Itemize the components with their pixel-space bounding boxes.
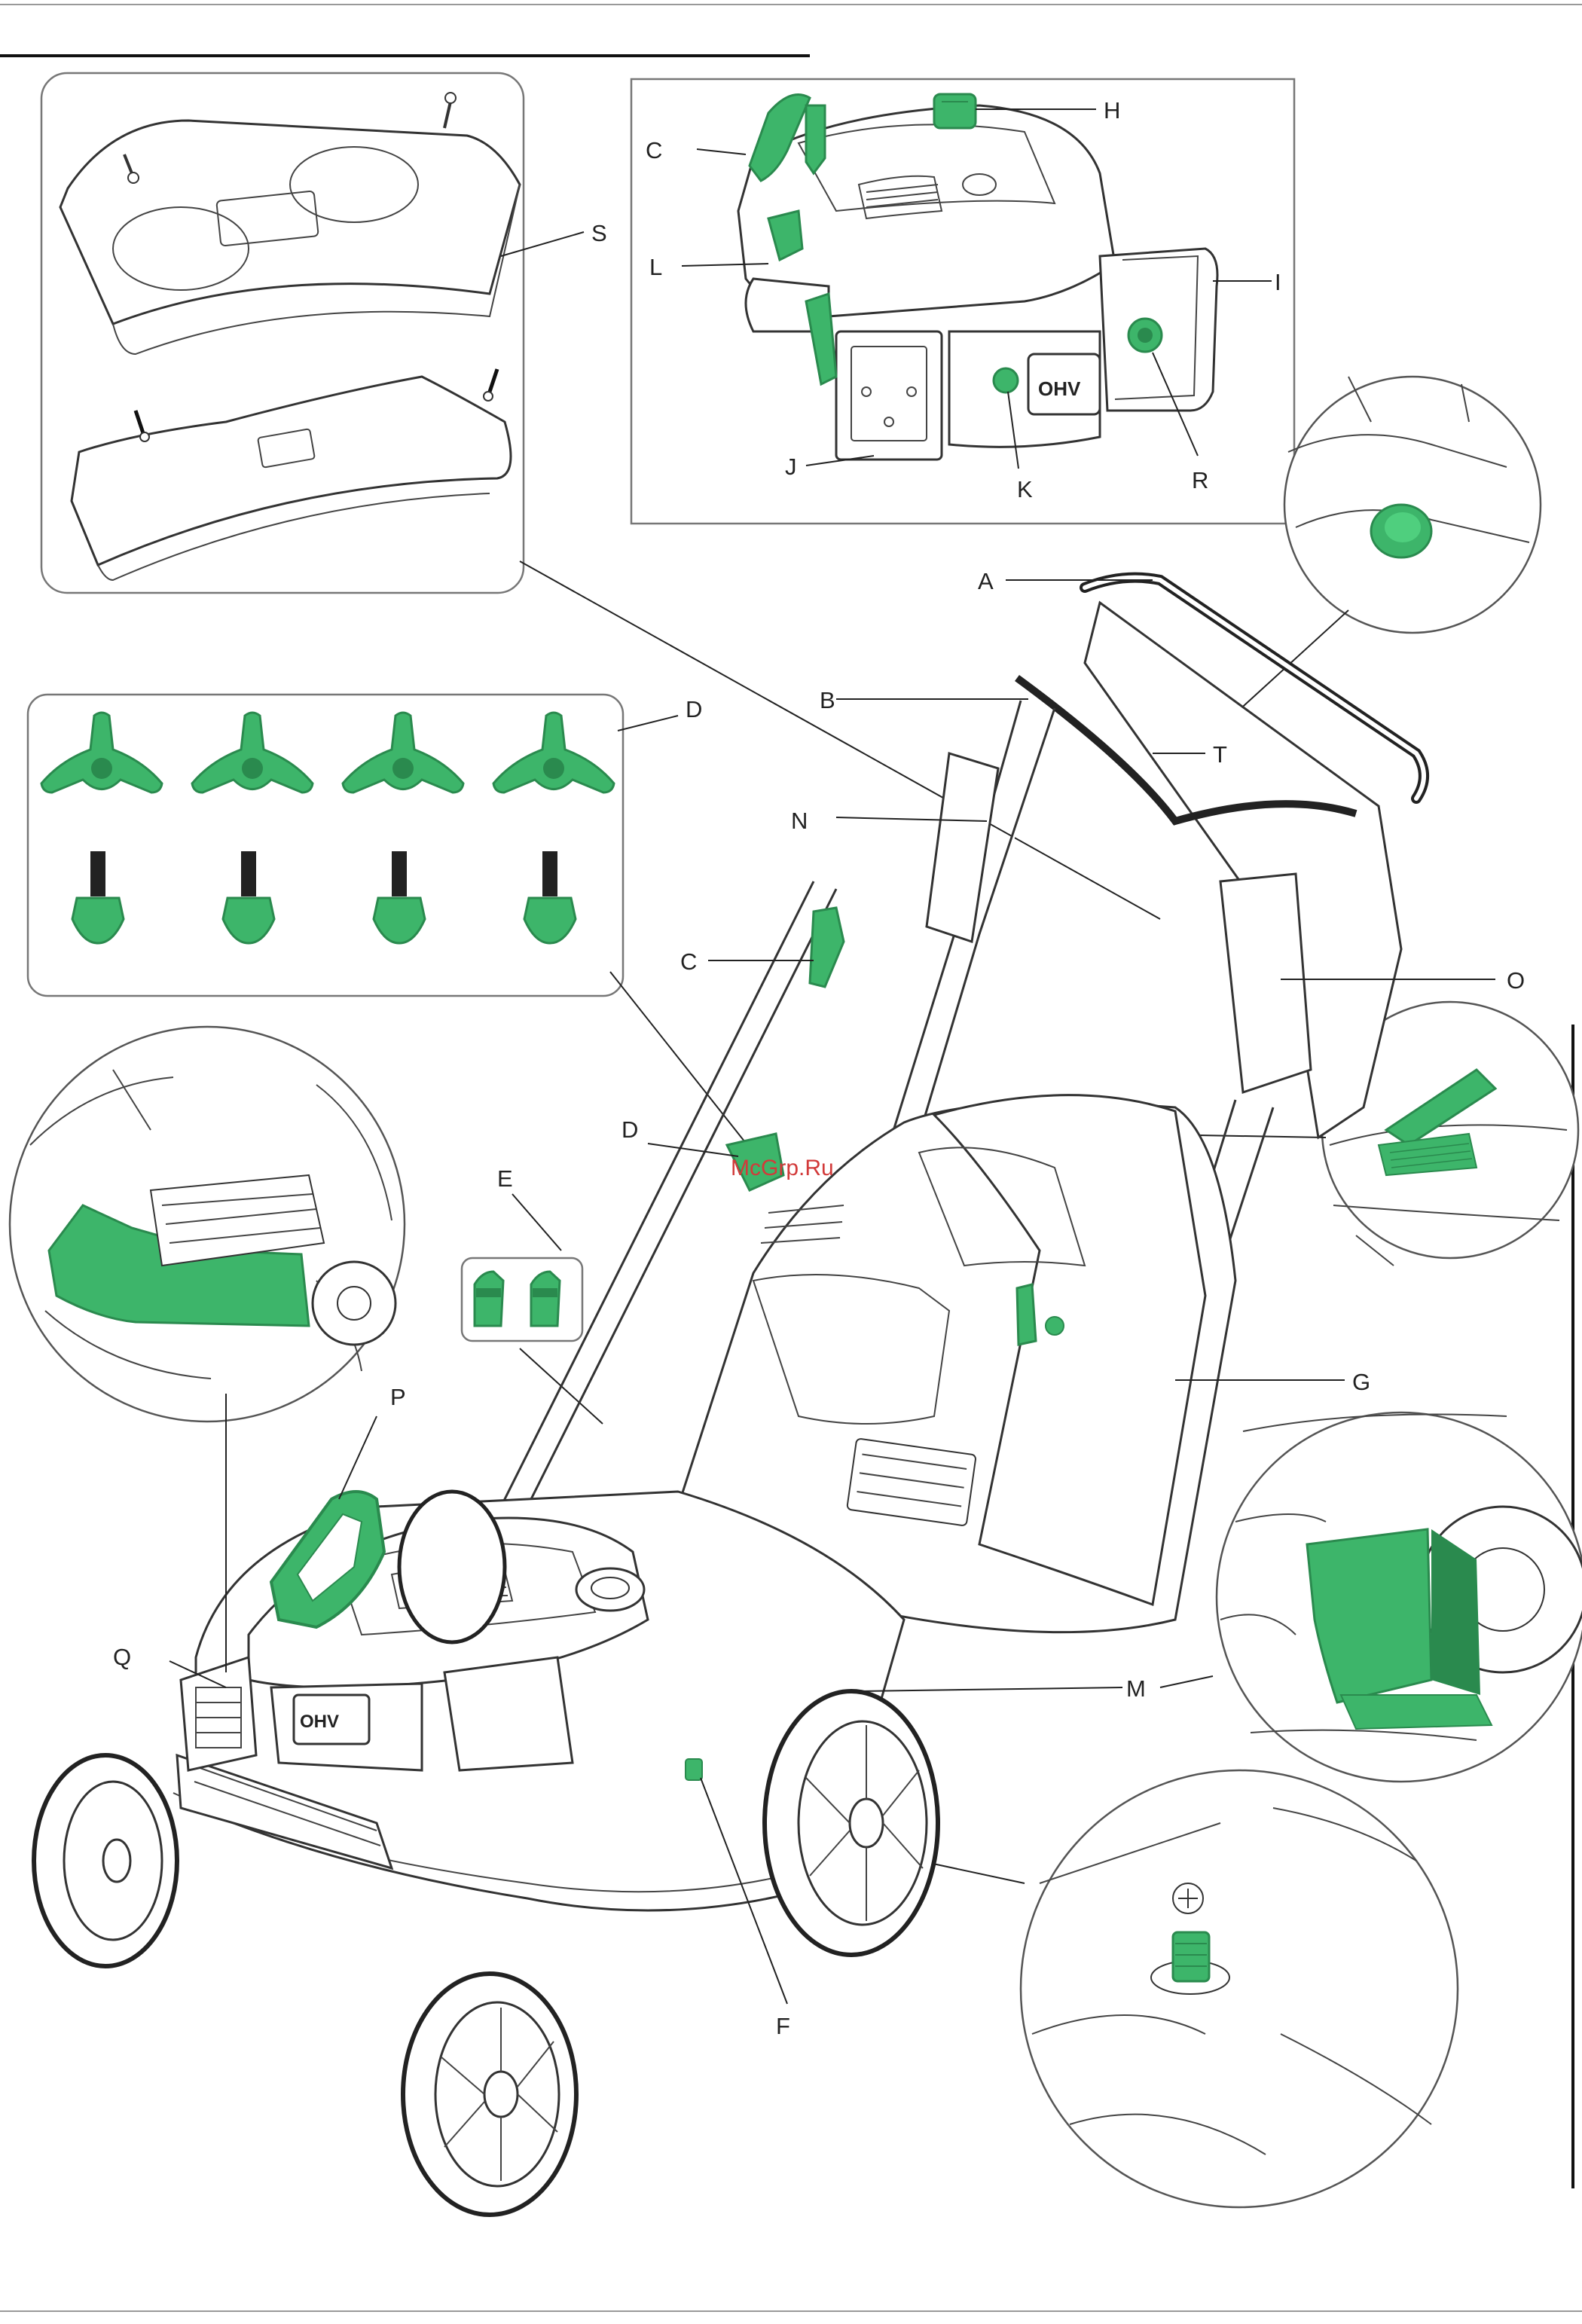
engine-label-r: R	[1192, 467, 1208, 493]
detail-circle-drain	[919, 1770, 1458, 2207]
handle-cover-panel: S	[41, 73, 607, 593]
label-o: O	[1507, 967, 1525, 994]
label-q: Q	[113, 1644, 131, 1670]
engine-panel: OHV C H L	[631, 79, 1294, 524]
wheel-icon	[399, 1492, 505, 1642]
label-g: G	[1352, 1369, 1370, 1395]
engine-badge: OHV	[1038, 377, 1081, 400]
label-m: M	[1126, 1675, 1146, 1702]
label-f: F	[776, 2013, 790, 2039]
label-t: T	[1213, 741, 1227, 768]
label-a: A	[978, 568, 994, 594]
oil-cap-part-h	[934, 94, 976, 128]
label-c: C	[680, 948, 697, 975]
label-d-kit: D	[686, 696, 702, 722]
label-s: S	[591, 220, 607, 246]
drain-plug-part-f	[686, 1759, 702, 1780]
plug-icon	[531, 1272, 560, 1326]
engine-badge-front: OHV	[300, 1712, 339, 1732]
knob-kit-panel: D	[28, 695, 702, 996]
wheel-icon	[34, 1755, 177, 1966]
label-d: D	[622, 1116, 638, 1143]
wheel-icon	[765, 1691, 938, 1955]
label-p: P	[390, 1384, 406, 1410]
engine-label-l: L	[649, 254, 662, 280]
engine-label-k: K	[1017, 476, 1033, 502]
fuel-cap-part-k	[994, 368, 1018, 392]
wheel-icon	[403, 1974, 576, 2215]
choke-lever-part-c	[810, 908, 844, 987]
label-e: E	[497, 1165, 513, 1192]
plug-icon	[475, 1272, 503, 1326]
engine-label-h: H	[1104, 97, 1120, 124]
plug-kit-panel: E	[462, 1165, 603, 1424]
watermark: McGrp.Ru	[731, 1156, 834, 1180]
engine-label-c: C	[646, 137, 662, 163]
primer-part-r	[1128, 319, 1162, 352]
label-b: B	[820, 687, 835, 713]
detail-circle-cutting-height	[10, 1027, 405, 1422]
label-n: N	[791, 808, 808, 834]
engine-label-i: I	[1275, 269, 1281, 295]
detail-circle-mulching-plug	[1217, 1412, 1582, 1782]
engine-label-j: J	[785, 454, 797, 480]
